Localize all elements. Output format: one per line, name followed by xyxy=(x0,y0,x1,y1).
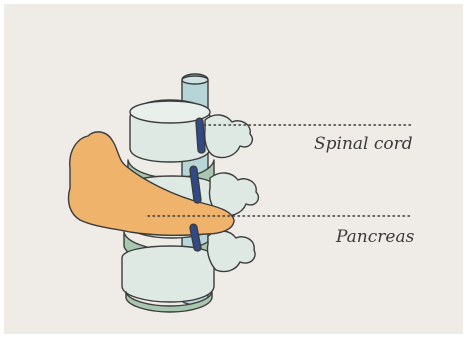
vertebral-process-1 xyxy=(205,115,253,158)
spinal-cord-top xyxy=(182,76,208,84)
label-pancreas: Pancreas xyxy=(336,227,414,247)
nerve-root-icon xyxy=(196,118,205,153)
vertebra-body-3 xyxy=(122,246,214,302)
label-spinal-cord: Spinal cord xyxy=(314,134,413,154)
vertebral-process-3 xyxy=(207,231,255,272)
